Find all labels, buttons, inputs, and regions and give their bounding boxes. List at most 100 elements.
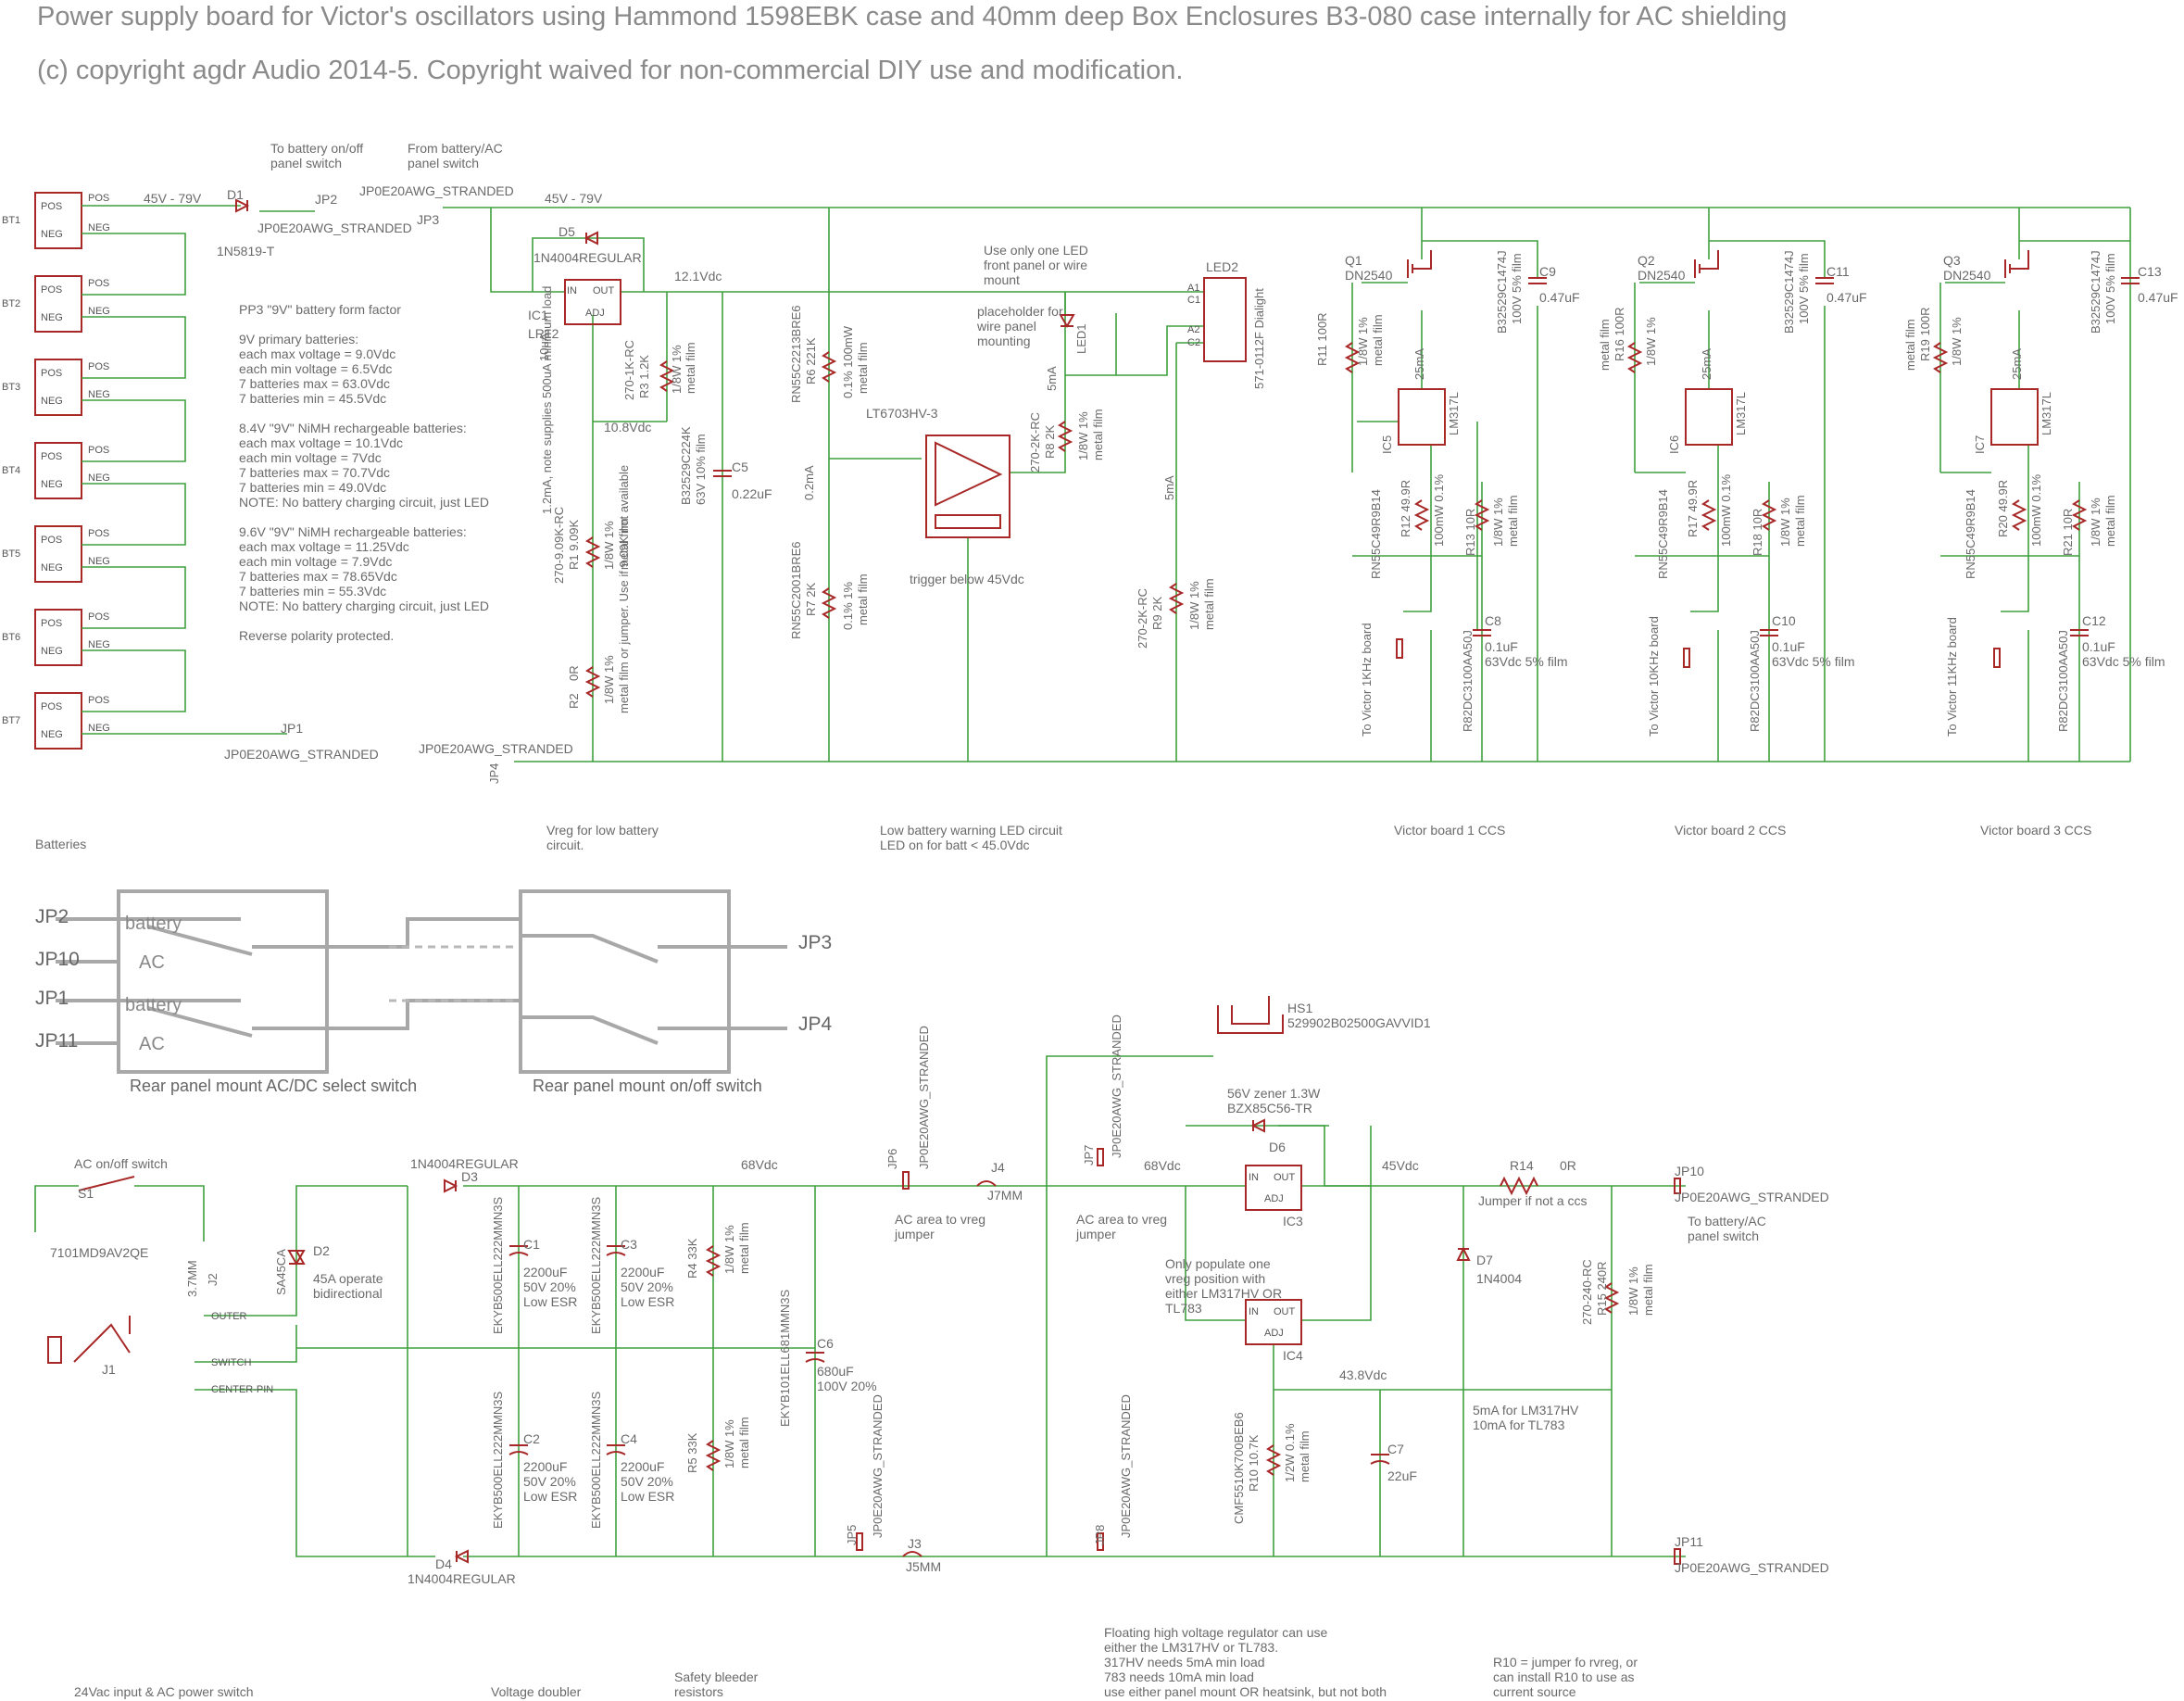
title-line-2: (c) copyright agdr Audio 2014-5. Copyrig… xyxy=(37,56,1184,85)
ccs2-to: To Victor 10KHz board xyxy=(1647,616,1661,737)
ic3-out: OUT xyxy=(1274,1172,1296,1183)
c6-part: EKYB101ELL681MMN3S xyxy=(778,1289,792,1427)
bt4-pos: POS xyxy=(41,451,63,462)
ccs3-current: 25mA xyxy=(2010,348,2024,380)
ccs3-c-rating: 100V 5% film xyxy=(2103,253,2117,324)
ic3-ref: IC3 xyxy=(1283,1214,1303,1228)
j2-size: 3.7MM xyxy=(185,1260,199,1297)
ccs1-r-a: R11 100R xyxy=(1315,312,1329,366)
ic1-ref: IC1 xyxy=(528,308,548,322)
j3-part: J5MM xyxy=(906,1559,942,1574)
ic4-ref: IC4 xyxy=(1283,1348,1303,1363)
caption-r10: R10 = jumper fo rvreg, or can install R1… xyxy=(1493,1655,1638,1699)
bt6-label: BT6 xyxy=(2,632,21,643)
ccs3-q: Q3 xyxy=(1943,253,1961,268)
ccs1-c-value: 0.47uF xyxy=(1539,290,1580,305)
jp2-note: To battery on/off panel switch xyxy=(270,141,364,170)
r9-part: 270-2K-RC xyxy=(1136,587,1149,649)
ccs2-c2: C10 xyxy=(1772,613,1796,628)
caption-floating-regulator: Floating high voltage regulator can use … xyxy=(1104,1625,1387,1699)
r9-spec: 1/8W 1% xyxy=(1187,581,1201,630)
d5-part: 1N4004REGULAR xyxy=(533,250,642,265)
jp5-part: JP0E20AWG_STRANDED xyxy=(871,1394,885,1538)
jp5-ref: JP5 xyxy=(845,1524,859,1545)
c6-ref: C6 xyxy=(817,1336,834,1351)
ccs1-q: Q1 xyxy=(1345,253,1362,268)
bt4-label: BT4 xyxy=(2,465,21,476)
ic3-in: IN xyxy=(1249,1172,1259,1183)
bt6-neg: NEG xyxy=(41,646,63,657)
bt5-label: BT5 xyxy=(2,548,21,560)
lt6703-part: LT6703HV-3 xyxy=(866,406,938,421)
ccs2-r-c: metal film xyxy=(1598,319,1612,371)
r15-film: metal film xyxy=(1641,1264,1655,1316)
jp7-ref: JP7 xyxy=(1082,1144,1096,1166)
zener-part: BZX85C56-TR xyxy=(1227,1101,1312,1115)
d2-note: 45A operate bidirectional xyxy=(313,1271,383,1301)
ccs2-r2-b: R17 49.9R xyxy=(1686,479,1700,537)
ccs3-c2-part: R82DC3100AA50J xyxy=(2056,630,2070,732)
c5-part: B32529C224K xyxy=(679,426,693,505)
bt-neg-out-3: NEG xyxy=(88,389,110,400)
zener-note: 56V zener 1.3W xyxy=(1227,1086,1321,1101)
c3-ref: C3 xyxy=(621,1237,637,1252)
jp2-part: JP0E20AWG_STRANDED xyxy=(257,220,412,235)
bt-pos-out-3: POS xyxy=(88,361,110,372)
jp3-part: JP0E20AWG_STRANDED xyxy=(359,183,514,198)
r7-value: R7 2K xyxy=(804,582,818,616)
d4-part: 1N4004REGULAR xyxy=(408,1571,516,1586)
bt6-pos: POS xyxy=(41,618,63,629)
ccs2-c-part: B32529C1474J xyxy=(1782,250,1796,334)
led2-part: 571-0112F Dialight xyxy=(1252,288,1266,389)
bt4-neg: NEG xyxy=(41,479,63,490)
bt3-pos: POS xyxy=(41,368,63,379)
r10-value: R10 10.7K xyxy=(1247,1434,1261,1492)
sw-jp3: JP3 xyxy=(798,932,833,953)
bt2-neg: NEG xyxy=(41,312,63,323)
ccs2-q: Q2 xyxy=(1638,253,1655,268)
ccs1-r-b: 1/8W 1% xyxy=(1356,317,1370,366)
r3-spec-d: metal film xyxy=(684,342,697,394)
ac-area-note-2: AC area to vreg jumper xyxy=(1076,1212,1168,1241)
ccs3-c-value: 0.47uF xyxy=(2138,290,2178,305)
ic4-adj: ADJ xyxy=(1264,1328,1284,1339)
r7-film: metal film xyxy=(856,573,870,625)
ccs1-c2-value: 0.1uF xyxy=(1485,639,1518,654)
d2-part: SA45CA xyxy=(274,1249,288,1295)
jp8-part: JP0E20AWG_STRANDED xyxy=(1119,1394,1133,1538)
j1-ref: J1 xyxy=(102,1362,116,1377)
s1-note: AC on/off switch xyxy=(74,1156,168,1171)
caption-bleeder: Safety bleeder resistors xyxy=(674,1670,759,1699)
ccs3-c: C13 xyxy=(2138,264,2162,279)
v43-8: 43.8Vdc xyxy=(1339,1367,1387,1382)
r8-value: R8 2K xyxy=(1043,424,1057,459)
ccs2-current: 25mA xyxy=(1700,348,1713,380)
r10-part: CMF5510K700BEB6 xyxy=(1232,1412,1246,1524)
jp6-part: JP0E20AWG_STRANDED xyxy=(917,1026,931,1169)
r8-spec: 1/8W 1% xyxy=(1076,411,1090,460)
bt-neg-out-5: NEG xyxy=(88,556,110,567)
d6-ref: D6 xyxy=(1269,1140,1286,1154)
r14-ref: R14 xyxy=(1510,1158,1534,1173)
ccs1-caption: Victor board 1 CCS xyxy=(1394,823,1506,838)
ccs3-c-part: B32529C1474J xyxy=(2089,250,2102,334)
c3-part: EKYB500ELL222MMN3S xyxy=(589,1196,603,1334)
r6-film: metal film xyxy=(856,342,870,394)
ccs3-r3-a: R21 10R xyxy=(2061,508,2075,556)
r15-value: R15 240R xyxy=(1595,1261,1609,1316)
ccs2-r3-a: R18 10R xyxy=(1751,508,1764,556)
c7-ref: C7 xyxy=(1387,1442,1404,1456)
load-note: 1.2mA, note supplies 500uA minimum load xyxy=(540,285,554,514)
sw-ac-2: AC xyxy=(139,1034,165,1054)
c1-ref: C1 xyxy=(523,1237,540,1252)
hs1-ref: HS1 xyxy=(1287,1001,1313,1015)
ccs2-r3-c: metal film xyxy=(1793,495,1807,547)
sw-jp2: JP2 xyxy=(35,906,69,927)
jp1-part: JP0E20AWG_STRANDED xyxy=(224,747,379,762)
r15-spec: 1/8W 1% xyxy=(1626,1266,1640,1316)
c4-note: 2200uF 50V 20% Low ESR xyxy=(621,1459,675,1504)
r4-value: R4 33K xyxy=(685,1238,699,1279)
ic3-adj: ADJ xyxy=(1264,1193,1284,1204)
current-note: 5mA for LM317HV 10mA for TL783 xyxy=(1473,1403,1579,1432)
